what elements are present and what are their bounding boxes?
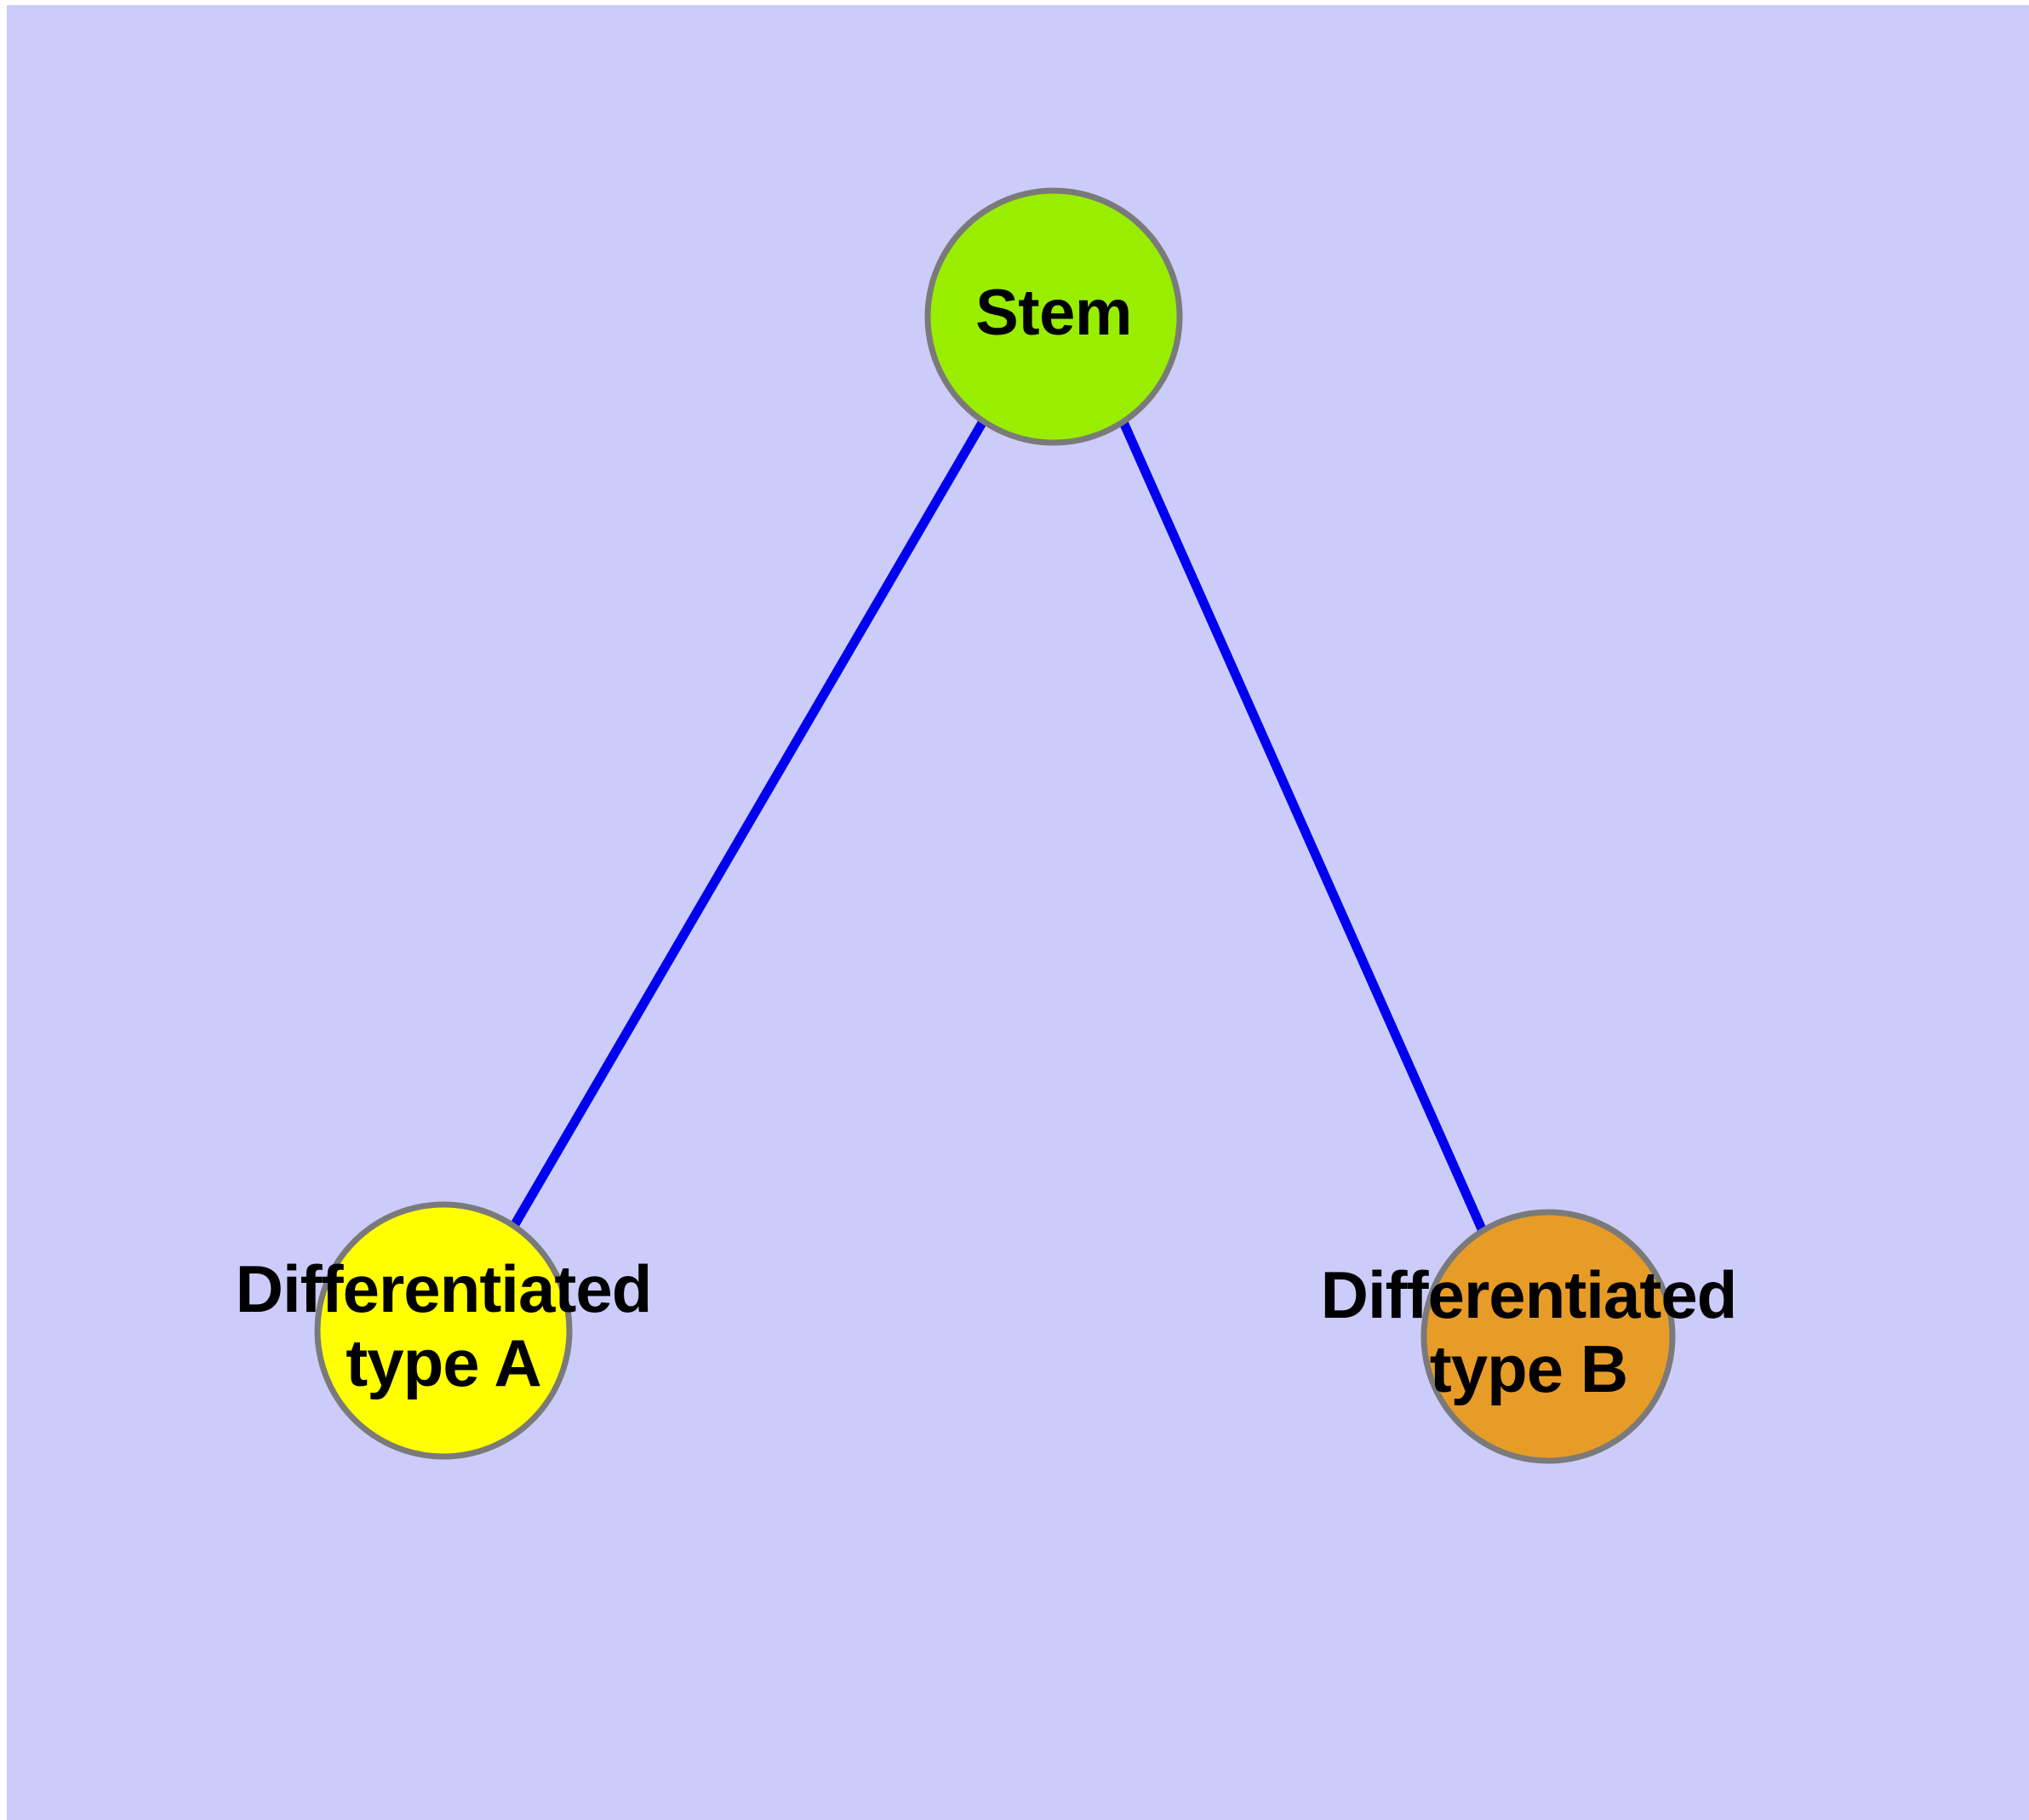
edge-stem-to-differentiated-type-a — [510, 419, 987, 1228]
edge-stem-to-differentiated-type-b — [1118, 420, 1488, 1233]
node-layer — [314, 187, 1676, 1464]
node-differentiated-type-a-circle[interactable] — [314, 1201, 573, 1460]
edge-layer — [510, 419, 1488, 1233]
node-differentiated-type-b-circle[interactable] — [1420, 1209, 1676, 1464]
node-stem-circle[interactable] — [924, 187, 1183, 446]
